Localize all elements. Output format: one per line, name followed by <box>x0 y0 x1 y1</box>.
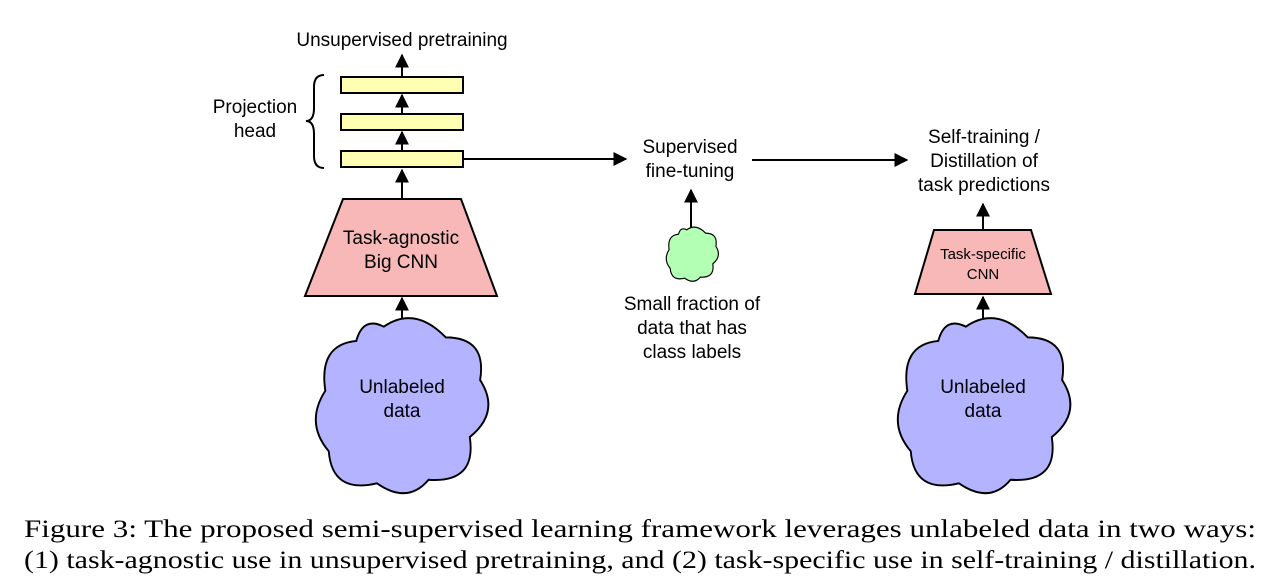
unsupervised-pretraining-label: Unsupervised pretraining <box>296 30 507 51</box>
figure-caption-line2: (1) task-agnostic use in unsupervised pr… <box>24 547 1256 574</box>
self-training-label: Self-training / <box>928 127 1041 148</box>
big-cnn-label-line2: Big CNN <box>364 252 438 273</box>
unlabeled-data-label-left-line2: data <box>384 401 421 422</box>
big-cnn-label: Task-agnostic <box>343 228 459 249</box>
unlabeled-data-label-right: Unlabeled <box>940 377 1026 398</box>
task-specific-cnn-label-line2: CNN <box>967 266 1000 283</box>
projection-head-label-line2: head <box>234 121 276 142</box>
projection-layer-top <box>340 76 464 94</box>
projection-layer-middle <box>340 113 464 131</box>
small-fraction-label: Small fraction of <box>624 294 761 315</box>
task-specific-cnn-trapezoid <box>913 229 1053 295</box>
small-fraction-label-line2: data that has <box>637 318 747 339</box>
unlabeled-data-label-right-line2: data <box>965 401 1002 422</box>
self-training-label-line2: Distillation of <box>930 151 1038 172</box>
labeled-data-cloud <box>665 226 719 282</box>
supervised-finetuning-label-line2: fine-tuning <box>646 161 735 182</box>
unlabeled-data-label-left: Unlabeled <box>359 377 445 398</box>
unlabeled-data-cloud-left <box>314 317 490 495</box>
task-specific-cnn-label: Task-specific <box>940 246 1026 263</box>
projection-layer-bottom <box>340 150 464 168</box>
supervised-finetuning-label: Supervised <box>642 137 737 158</box>
unlabeled-data-cloud-right <box>896 317 1072 495</box>
projection-head-label: Projection <box>213 97 298 118</box>
self-training-label-line3: task predictions <box>918 175 1050 196</box>
projection-head-brace <box>305 74 325 169</box>
big-cnn-trapezoid <box>303 198 499 297</box>
figure-caption-line1: Figure 3: The proposed semi-supervised l… <box>24 516 1256 543</box>
small-fraction-label-line3: class labels <box>643 342 741 363</box>
